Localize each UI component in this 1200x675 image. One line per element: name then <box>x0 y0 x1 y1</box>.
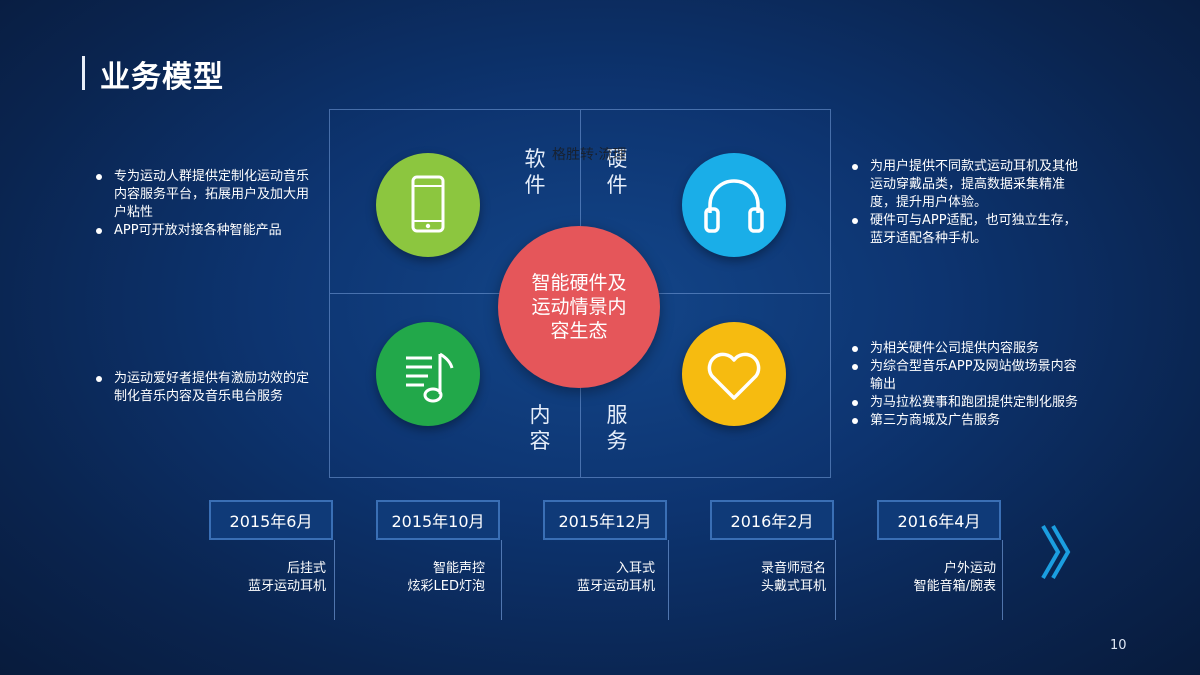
service-bullets: 为相关硬件公司提供内容服务 为综合型音乐APP及网站做场景内容输出 为马拉松赛事… <box>848 340 1088 430</box>
timeline-stem-2 <box>501 540 502 620</box>
timeline-desc-2: 智能声控 炫彩LED灯泡 <box>407 561 485 594</box>
quadrant-label-service: 服务 <box>606 403 628 453</box>
timeline-date-3: 2015年12月 <box>543 500 667 540</box>
music-note-icon <box>406 352 454 403</box>
timeline-desc-3: 入耳式 蓝牙运动耳机 <box>576 561 655 594</box>
page-number: 10 <box>1110 638 1127 653</box>
list-item: APP可开放对接各种智能产品 <box>92 222 318 240</box>
timeline-desc-1: 后挂式 蓝牙运动耳机 <box>247 561 326 594</box>
timeline-date-5: 2016年4月 <box>877 500 1001 540</box>
timeline-desc-5: 户外运动 智能音箱/腕表 <box>913 561 996 594</box>
timeline-stem-4 <box>835 540 836 620</box>
timeline-stem-3 <box>668 540 669 620</box>
quadrant-label-content: 内容 <box>529 403 551 453</box>
hardware-circle <box>682 153 786 257</box>
quadrant-label-hardware: 硬件 <box>606 147 628 197</box>
timeline-date-1: 2015年6月 <box>209 500 333 540</box>
list-item: 为用户提供不同款式运动耳机及其他运动穿戴品类，提高数据采集精准度，提升用户体验。 <box>848 158 1088 212</box>
page-title: 业务模型 <box>100 60 224 95</box>
center-ecosystem-label: 智能硬件及运动情景内容生态 <box>531 272 627 342</box>
headphones-icon <box>704 179 764 233</box>
list-item: 为马拉松赛事和跑团提供定制化服务 <box>848 394 1088 412</box>
timeline-date-4: 2016年2月 <box>710 500 834 540</box>
heart-icon <box>707 352 761 400</box>
list-item: 专为运动人群提供定制化运动音乐内容服务平台，拓展用户及加大用户粘性 <box>92 168 318 222</box>
software-circle <box>376 153 480 257</box>
software-bullets: 专为运动人群提供定制化运动音乐内容服务平台，拓展用户及加大用户粘性 APP可开放… <box>92 168 318 240</box>
list-item: 第三方商城及广告服务 <box>848 412 1088 430</box>
quadrant-label-software: 软件 <box>524 147 546 197</box>
timeline-stem-5 <box>1002 540 1003 620</box>
list-item: 为运动爱好者提供有激励功效的定制化音乐内容及音乐电台服务 <box>92 370 318 406</box>
timeline-desc-4: 录音师冠名 头戴式耳机 <box>760 561 826 594</box>
list-item: 为综合型音乐APP及网站做场景内容输出 <box>848 358 1088 394</box>
content-bullets: 为运动爱好者提供有激励功效的定制化音乐内容及音乐电台服务 <box>92 370 318 406</box>
title-accent-bar <box>82 56 85 90</box>
phone-icon <box>411 175 445 233</box>
timeline-stem-1 <box>334 540 335 620</box>
chevron-right-icon[interactable] <box>1038 524 1074 584</box>
center-ecosystem-circle: 智能硬件及运动情景内容生态 <box>498 226 660 388</box>
service-circle <box>682 322 786 426</box>
list-item: 为相关硬件公司提供内容服务 <box>848 340 1088 358</box>
hardware-bullets: 为用户提供不同款式运动耳机及其他运动穿戴品类，提高数据采集精准度，提升用户体验。… <box>848 158 1088 248</box>
content-circle <box>376 322 480 426</box>
watermark-text: 格胜转·流理 <box>552 147 627 163</box>
list-item: 硬件可与APP适配，也可独立生存，蓝牙适配各种手机。 <box>848 212 1088 248</box>
timeline-date-2: 2015年10月 <box>376 500 500 540</box>
